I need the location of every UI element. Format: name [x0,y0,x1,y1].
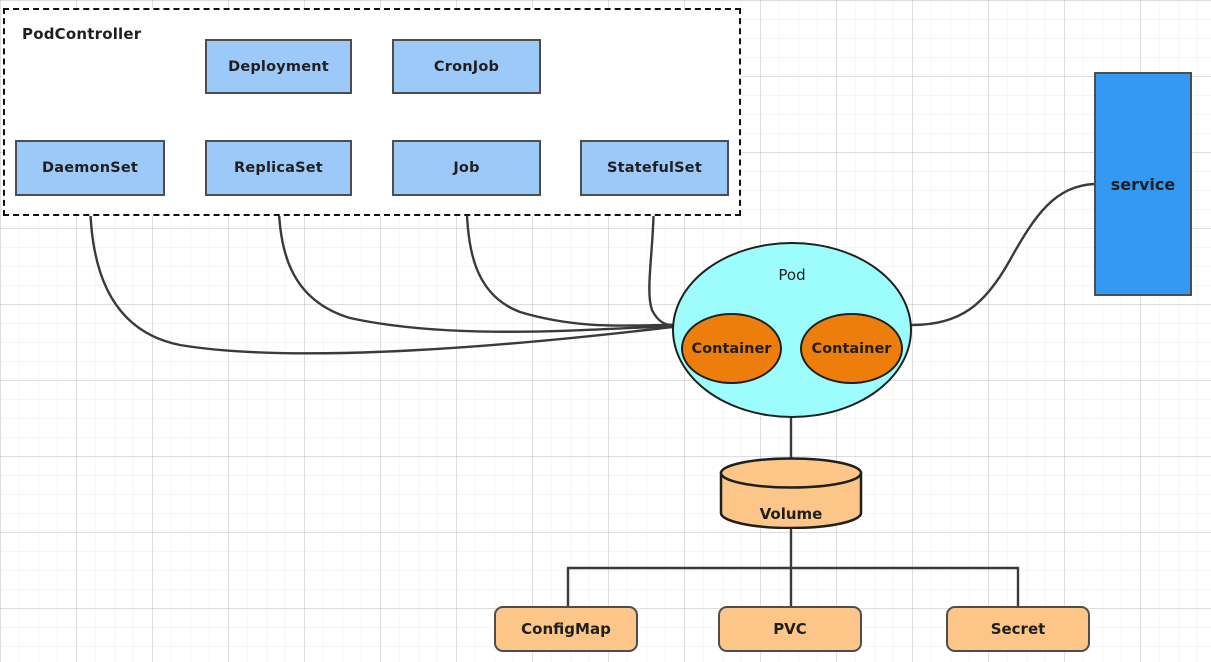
controller-label-daemonset: DaemonSet [41,160,139,176]
storage-box-pvc[interactable]: PVC [718,606,862,652]
controller-box-cronjob[interactable]: CronJob [392,39,541,94]
service-box[interactable]: service [1094,72,1192,296]
container-ellipse-left[interactable]: Container [681,313,782,384]
controller-box-statefulset[interactable]: StatefulSet [580,140,729,196]
storage-label-secret: Secret [990,620,1046,638]
storage-label-configmap: ConfigMap [521,620,611,638]
controller-label-cronjob: CronJob [433,58,500,75]
volume-cylinder[interactable] [719,457,863,529]
edge-pod-service [910,182,1096,327]
controller-box-replicaset[interactable]: ReplicaSet [205,140,352,196]
volume-label: Volume [759,505,823,523]
edge-replicaset-pod [277,194,674,333]
controller-label-job: Job [453,160,480,176]
controller-box-job[interactable]: Job [392,140,541,196]
container-label-right: Container [811,340,892,357]
controller-label-replicaset: ReplicaSet [234,160,323,176]
storage-box-configmap[interactable]: ConfigMap [494,606,638,652]
storage-label-pvc: PVC [773,620,807,638]
container-ellipse-right[interactable]: Container [800,313,903,384]
service-label: service [1110,174,1176,194]
pod-label: Pod [778,266,806,284]
edge-daemonset-pod [88,194,674,355]
controller-box-deployment[interactable]: Deployment [205,39,352,94]
container-label-left: Container [691,340,772,357]
controller-label-deployment: Deployment [228,58,329,75]
podcontroller-group-label: PodController [22,25,142,43]
controller-box-daemonset[interactable]: DaemonSet [15,140,165,196]
controller-label-statefulset: StatefulSet [607,160,702,176]
storage-box-secret[interactable]: Secret [946,606,1090,652]
